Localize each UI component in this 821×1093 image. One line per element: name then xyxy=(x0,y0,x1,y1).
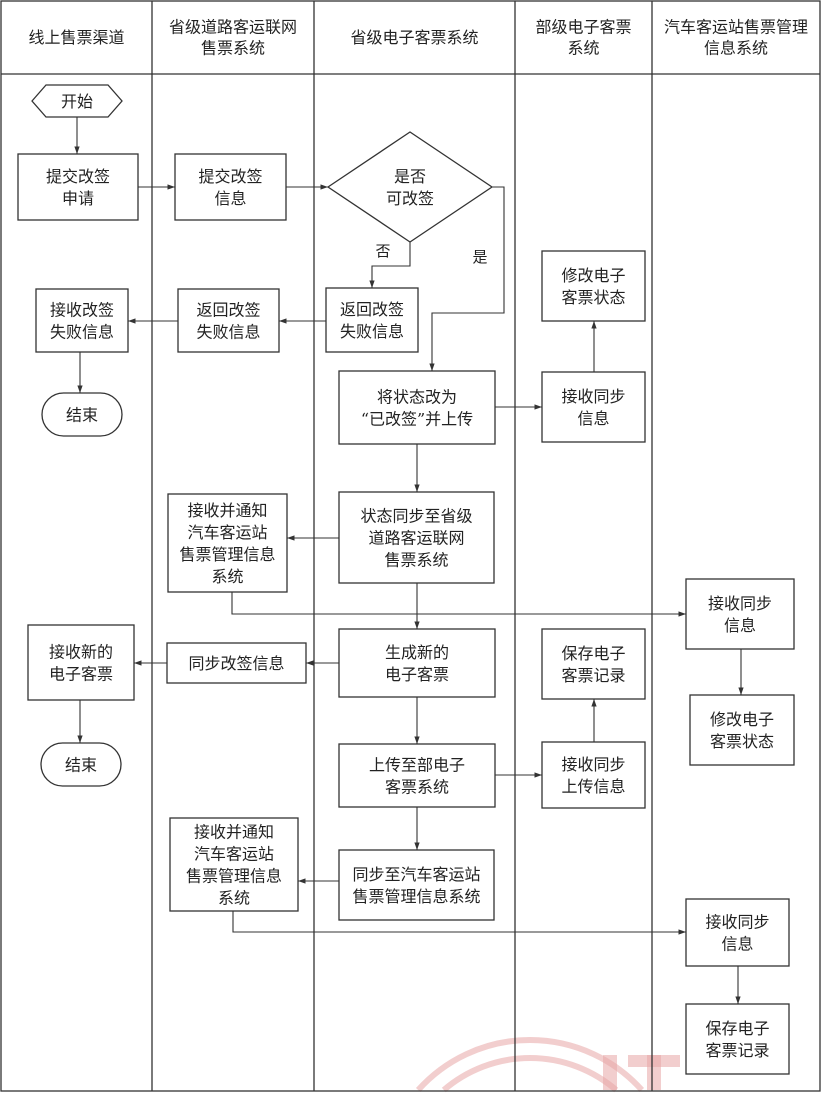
process-box xyxy=(167,493,288,593)
node-sync_change: 同步改签信息 xyxy=(166,642,307,684)
node-can_change: 是否可改签 xyxy=(326,131,494,243)
node-label: 返回改签失败信息 xyxy=(340,300,404,341)
node-notify_station_2: 接收并通知汽车客运站售票管理信息系统 xyxy=(169,817,299,912)
process-box xyxy=(177,288,280,353)
lane-header-province_net: 省级道路客运联网售票系统 xyxy=(169,18,297,58)
node-recv_fail: 接收改签失败信息 xyxy=(35,288,129,353)
node-label: 状态同步至省级道路客运联网售票系统 xyxy=(360,507,472,570)
node-gen_ticket: 生成新的电子客票 xyxy=(338,628,496,698)
decision-diamond xyxy=(326,131,494,243)
edge-notify_station_1-to-station_recv_1 xyxy=(231,592,686,617)
process-box xyxy=(166,642,307,684)
node-return_fail_2: 返回改签失败信息 xyxy=(177,288,280,353)
node-station_modify: 修改电子客票状态 xyxy=(689,694,795,766)
node-label: 修改电子客票状态 xyxy=(710,710,774,751)
edge-notify_station_2-to-station_recv_2 xyxy=(232,911,686,935)
node-sync_status: 状态同步至省级道路客运联网售票系统 xyxy=(338,491,495,584)
lane-header-online: 线上售票渠道 xyxy=(28,28,124,47)
node-start: 开始 xyxy=(31,84,123,118)
node-label: 提交改签申请 xyxy=(46,167,110,208)
node-end_2: 结束 xyxy=(40,742,122,787)
process-box xyxy=(169,817,299,912)
decision-label-no: 否 xyxy=(375,242,390,260)
node-label: 将状态改为“已改签”并上传 xyxy=(361,388,473,429)
process-box xyxy=(338,370,496,445)
node-submit_request: 提交改签申请 xyxy=(17,153,139,221)
node-set_status: 将状态改为“已改签”并上传 xyxy=(338,370,496,445)
node-recv_new: 接收新的电子客票 xyxy=(27,624,135,701)
process-box xyxy=(689,694,795,766)
node-min_save: 保存电子客票记录 xyxy=(541,628,646,700)
process-box xyxy=(685,898,790,967)
process-box xyxy=(685,1003,790,1075)
watermark-text: IT xyxy=(603,1055,680,1090)
watermark-letter-i xyxy=(603,1055,617,1090)
edge-can_change-to-set_status xyxy=(429,186,505,371)
node-label: 同步改签信息 xyxy=(188,654,284,673)
node-label: 保存电子客票记录 xyxy=(705,1019,769,1060)
process-box xyxy=(541,250,646,322)
process-box xyxy=(17,153,139,221)
node-label: 上传至部电子客票系统 xyxy=(369,756,465,797)
node-submit_info: 提交改签信息 xyxy=(174,153,287,221)
watermark-letter-t-stem xyxy=(647,1055,661,1090)
process-box xyxy=(541,628,646,700)
node-notify_station_1: 接收并通知汽车客运站售票管理信息系统 xyxy=(167,493,288,593)
node-station_recv_2: 接收同步信息 xyxy=(685,898,790,967)
node-label: 接收同步上传信息 xyxy=(561,755,625,796)
node-label: 接收同步信息 xyxy=(561,387,625,428)
node-label: 修改电子客票状态 xyxy=(561,266,625,307)
edges: 否是 xyxy=(74,117,744,1004)
node-end_1: 结束 xyxy=(41,392,123,437)
start-hexagon xyxy=(31,84,123,118)
node-label: 接收同步信息 xyxy=(705,913,769,954)
node-label: 返回改签失败信息 xyxy=(196,301,260,342)
node-label: 提交改签信息 xyxy=(198,167,262,208)
process-box xyxy=(338,491,495,584)
node-sync_station: 同步至汽车客运站售票管理信息系统 xyxy=(338,849,495,921)
node-label: 接收新的电子客票 xyxy=(49,643,113,684)
process-box xyxy=(338,743,496,808)
node-min_modify_status: 修改电子客票状态 xyxy=(541,250,646,322)
node-min_recv_upload: 接收同步上传信息 xyxy=(541,741,646,809)
process-box xyxy=(338,628,496,698)
node-label: 接收并通知汽车客运站售票管理信息系统 xyxy=(179,501,275,586)
node-upload_ministry: 上传至部电子客票系统 xyxy=(338,743,496,808)
process-box xyxy=(541,741,646,809)
decision-label-yes: 是 xyxy=(472,248,487,266)
node-label: 结束 xyxy=(66,406,98,425)
node-label: 保存电子客票记录 xyxy=(561,644,625,685)
process-box xyxy=(325,287,419,353)
node-label: 同步至汽车客运站售票管理信息系统 xyxy=(352,865,480,906)
process-box xyxy=(685,578,795,650)
lane-header-ministry_eticket: 部级电子客票系统 xyxy=(535,18,631,58)
node-label: 生成新的电子客票 xyxy=(385,643,449,684)
node-label: 结束 xyxy=(65,756,97,775)
node-station_save: 保存电子客票记录 xyxy=(685,1003,790,1075)
process-box xyxy=(174,153,287,221)
node-label: 是否可改签 xyxy=(386,167,434,208)
process-box xyxy=(27,624,135,701)
lane-header-province_eticket: 省级电子客票系统 xyxy=(350,28,478,47)
node-label: 接收改签失败信息 xyxy=(50,301,114,342)
process-box xyxy=(35,288,129,353)
terminal-shape xyxy=(41,392,123,437)
node-label: 开始 xyxy=(61,92,93,111)
watermark: IT xyxy=(415,1037,680,1093)
node-label: 接收同步信息 xyxy=(708,594,772,635)
node-label: 接收并通知汽车客运站售票管理信息系统 xyxy=(186,823,282,908)
watermark-inner-ring xyxy=(441,1055,619,1093)
node-return_fail_1: 返回改签失败信息 xyxy=(325,287,419,353)
node-min_recv_sync: 接收同步信息 xyxy=(541,371,646,443)
process-box xyxy=(338,849,495,921)
process-box xyxy=(541,371,646,443)
terminal-shape xyxy=(40,742,122,787)
node-station_recv_1: 接收同步信息 xyxy=(685,578,795,650)
lane-header-station: 汽车客运站售票管理信息系统 xyxy=(664,18,808,58)
edge-can_change-to-return_fail_1 xyxy=(369,242,411,288)
